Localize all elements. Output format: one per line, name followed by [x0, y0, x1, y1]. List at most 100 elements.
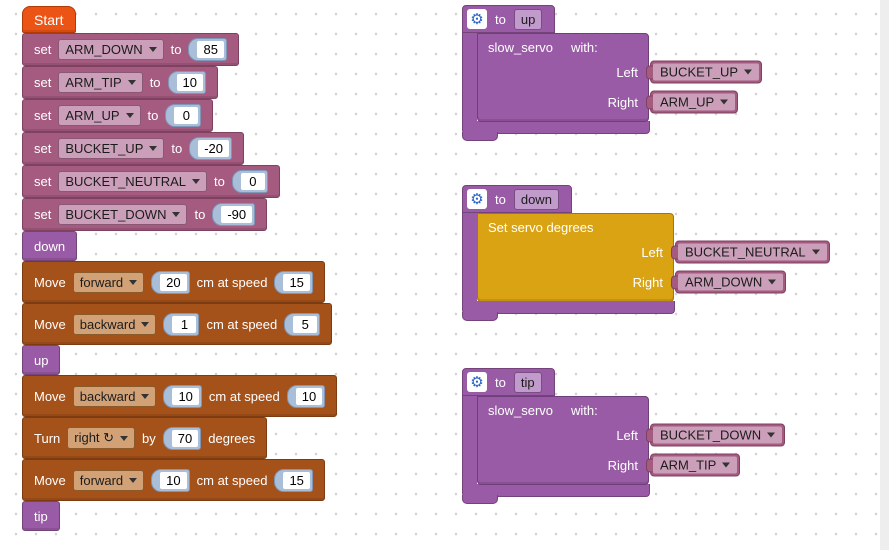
variable-dropdown[interactable]: BUCKET_NEUTRAL [678, 243, 827, 261]
number-input[interactable]: -90 [221, 206, 253, 223]
variable-dropdown[interactable]: BUCKET_UP [58, 138, 165, 159]
degrees-input[interactable]: 70 [171, 429, 199, 447]
number-input[interactable]: 0 [240, 173, 265, 190]
right-label: Right [607, 94, 638, 110]
vertical-scrollbar[interactable] [880, 0, 889, 550]
function-definition-up[interactable]: ⚙ to up slow_servo with: Left BUCKET [462, 5, 763, 141]
number-shadow-block[interactable]: 70 [162, 426, 202, 450]
number-shadow-block[interactable]: 5 [284, 312, 321, 336]
set-variable-block[interactable]: set BUCKET_NEUTRAL to 0 [22, 165, 280, 198]
function-name-field[interactable]: up [513, 8, 543, 30]
function-bottom [462, 301, 675, 314]
variable-dropdown[interactable]: BUCKET_NEUTRAL [58, 171, 207, 192]
variable-chip[interactable]: ARM_TIP [650, 453, 741, 477]
function-header[interactable]: ⚙ to down [462, 185, 572, 213]
function-name-field[interactable]: down [513, 188, 559, 210]
distance-input[interactable]: 10 [160, 471, 187, 489]
call-label: tip [34, 508, 48, 524]
move-block[interactable]: Move backward 10 cm at speed 10 [22, 375, 338, 417]
number-input[interactable]: -20 [198, 140, 230, 157]
direction-value: backward [79, 316, 136, 332]
function-definition-tip[interactable]: ⚙ to tip slow_servo with: Left BUCKE [462, 368, 786, 504]
direction-dropdown[interactable]: backward [72, 385, 157, 407]
set-servo-degrees-block[interactable]: Set servo degrees Left BUCKET_NEUTRAL [477, 213, 830, 302]
dropdown-arrow-icon [125, 113, 134, 118]
slow-servo-block[interactable]: slow_servo with: Left BUCKET_UP [477, 33, 763, 122]
distance-input[interactable]: 1 [172, 315, 197, 333]
call-label: up [34, 352, 49, 368]
call-tip-block[interactable]: tip [22, 501, 60, 531]
speed-input[interactable]: 15 [283, 273, 310, 291]
turn-block[interactable]: Turn right ↻ by 70 degrees [22, 417, 268, 459]
move-block[interactable]: Move backward 1 cm at speed 5 [22, 303, 333, 345]
number-shadow-block[interactable]: 10 [167, 71, 206, 94]
number-shadow-block[interactable]: 0 [231, 170, 268, 193]
number-shadow-block[interactable]: -20 [189, 137, 233, 160]
set-variable-block[interactable]: set BUCKET_UP to -20 [22, 132, 245, 165]
move-block[interactable]: Move forward 10 cm at speed 15 [22, 459, 325, 501]
variable-chip[interactable]: ARM_DOWN [675, 270, 787, 294]
function-definition-down[interactable]: ⚙ to down Set servo degrees Left BUCKET_… [462, 185, 830, 321]
variable-dropdown[interactable]: ARM_DOWN [58, 39, 164, 60]
variable-dropdown[interactable]: ARM_DOWN [678, 273, 784, 291]
dropdown-arrow-icon [720, 99, 729, 105]
variable-chip[interactable]: ARM_UP [650, 90, 739, 114]
number-shadow-block[interactable]: 10 [163, 384, 202, 408]
number-shadow-block[interactable]: 1 [163, 312, 200, 336]
direction-dropdown[interactable]: forward [72, 469, 145, 491]
number-shadow-block[interactable]: 0 [165, 104, 202, 127]
distance-input[interactable]: 20 [160, 273, 187, 291]
set-variable-block[interactable]: set BUCKET_DOWN to -90 [22, 198, 268, 231]
speed-input[interactable]: 5 [293, 315, 318, 333]
gear-icon[interactable]: ⚙ [467, 9, 487, 29]
number-shadow-block[interactable]: 15 [274, 468, 313, 492]
set-variable-block[interactable]: set ARM_UP to 0 [22, 99, 214, 132]
variable-chip[interactable]: BUCKET_DOWN [650, 423, 786, 447]
to-keyword: to [149, 75, 161, 90]
set-keyword: set [34, 108, 52, 123]
number-input[interactable]: 10 [176, 74, 203, 91]
left-label: Left [641, 244, 663, 260]
number-shadow-block[interactable]: 85 [188, 38, 227, 61]
to-keyword: to [213, 174, 225, 189]
number-shadow-block[interactable]: 15 [274, 270, 313, 294]
direction-dropdown[interactable]: backward [72, 313, 157, 335]
gear-icon[interactable]: ⚙ [467, 189, 487, 209]
function-header[interactable]: ⚙ to up [462, 5, 556, 33]
variable-dropdown[interactable]: ARM_UP [58, 105, 141, 126]
distance-input[interactable]: 10 [172, 387, 199, 405]
variable-dropdown[interactable]: BUCKET_DOWN [653, 426, 783, 444]
number-shadow-block[interactable]: -90 [212, 203, 256, 226]
number-shadow-block[interactable]: 20 [151, 270, 190, 294]
set-variable-block[interactable]: set ARM_TIP to 10 [22, 66, 218, 99]
move-block[interactable]: Move forward 20 cm at speed 15 [22, 261, 325, 303]
function-body: slow_servo with: Left BUCKET_UP [462, 33, 763, 122]
statement-spine [462, 33, 477, 122]
speed-input[interactable]: 10 [295, 387, 323, 405]
number-shadow-block[interactable]: 10 [151, 468, 190, 492]
variable-dropdown[interactable]: ARM_UP [653, 93, 736, 111]
variable-chip[interactable]: BUCKET_NEUTRAL [675, 240, 830, 264]
gear-icon[interactable]: ⚙ [467, 372, 487, 392]
number-input[interactable]: 85 [197, 41, 224, 58]
number-input[interactable]: 0 [174, 107, 199, 124]
speed-input[interactable]: 15 [283, 471, 310, 489]
call-down-block[interactable]: down [22, 231, 78, 261]
variable-chip[interactable]: BUCKET_UP [650, 60, 763, 84]
turn-direction-dropdown[interactable]: right ↻ [67, 427, 136, 449]
variable-dropdown[interactable]: BUCKET_UP [653, 63, 760, 81]
number-shadow-block[interactable]: 10 [286, 384, 326, 408]
set-variable-block[interactable]: set ARM_DOWN to 85 [22, 33, 239, 66]
start-block[interactable]: Start [22, 6, 76, 33]
variable-dropdown[interactable]: BUCKET_DOWN [58, 204, 188, 225]
block-title-row: Set servo degrees [478, 214, 673, 237]
right-input-row: Right ARM_TIP [478, 450, 741, 480]
variable-dropdown[interactable]: ARM_TIP [653, 456, 738, 474]
slow-servo-block[interactable]: slow_servo with: Left BUCKET_DOWN [477, 396, 786, 485]
direction-dropdown[interactable]: forward [72, 271, 145, 293]
function-header[interactable]: ⚙ to tip [462, 368, 555, 396]
function-name-field[interactable]: tip [513, 371, 542, 393]
variable-dropdown[interactable]: ARM_TIP [58, 72, 143, 93]
call-up-block[interactable]: up [22, 345, 61, 375]
